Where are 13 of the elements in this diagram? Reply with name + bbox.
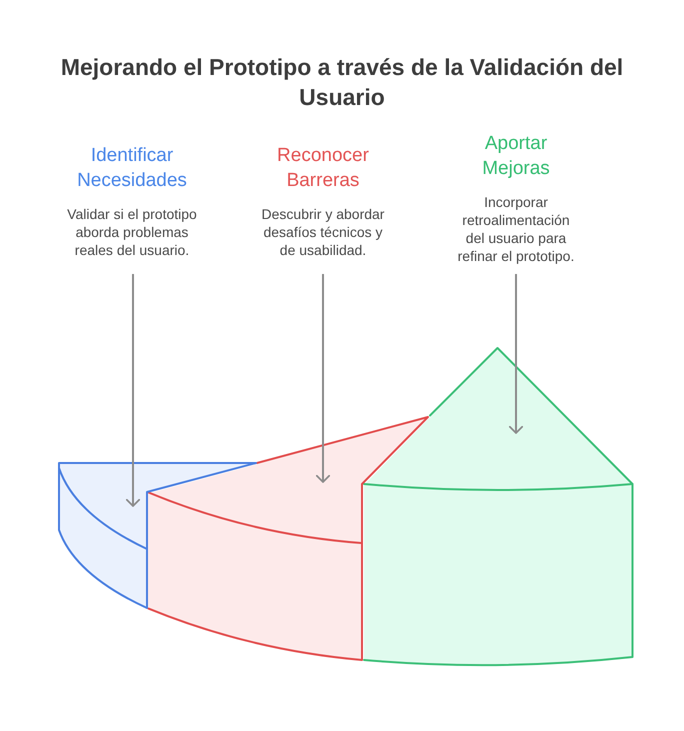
step-heading: Reconocer Barreras [276, 144, 370, 193]
wedge-segment [362, 347, 633, 666]
step-description: Incorporar retroalimentación del usuario para refinar el prototipo. [456, 193, 576, 265]
step-description: Validar si el prototipo aborda problemas reales del usuario. [66, 205, 198, 259]
diagram-title: Mejorando el Prototipo a través de la Validación del Usuario [60, 53, 624, 112]
arrow [508, 274, 524, 434]
wedge-segment [147, 416, 429, 661]
arrow [316, 274, 330, 483]
step-heading: Aportar Mejoras [481, 132, 551, 181]
step-description: Descubrir y abordar desafíos técnicos y de usabilidad. [260, 205, 386, 259]
arrow [126, 274, 140, 507]
wedge-segment [58, 462, 257, 609]
step-heading: Identificar Necesidades [76, 144, 188, 193]
